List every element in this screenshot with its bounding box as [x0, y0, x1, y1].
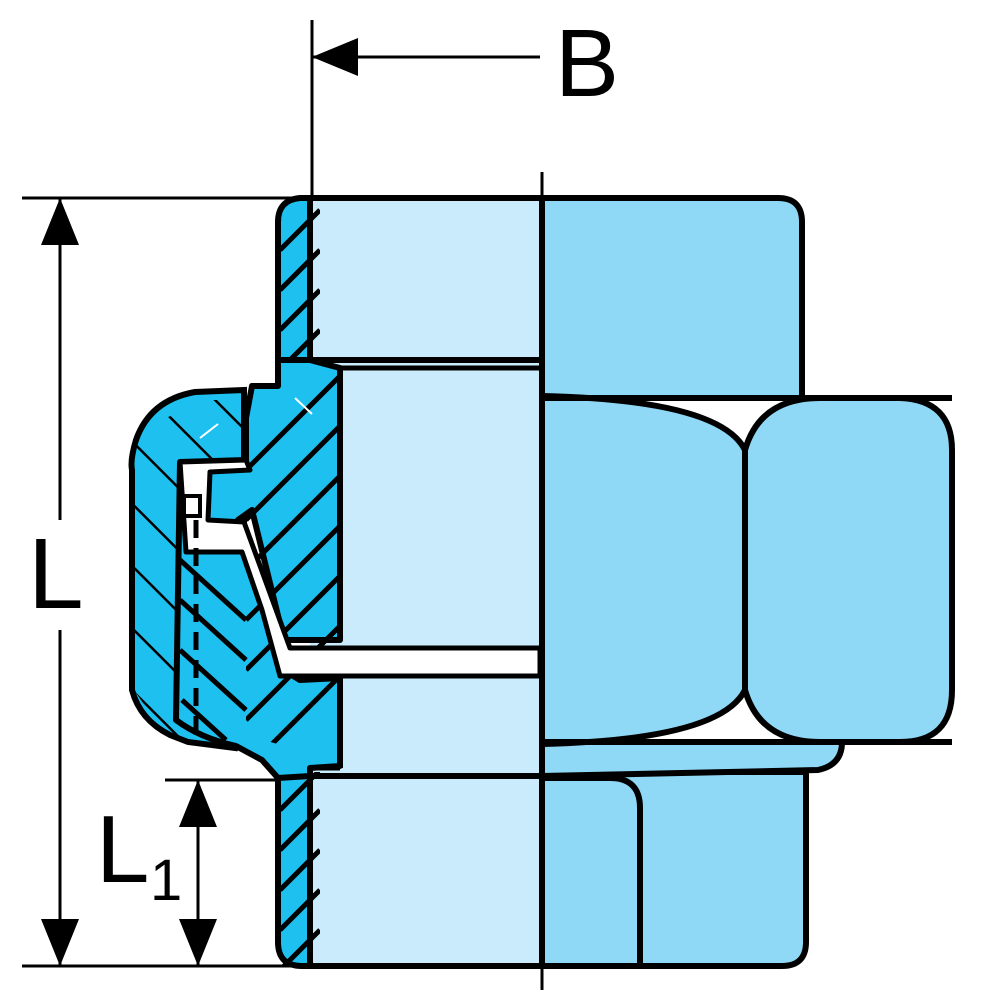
dimension-l — [22, 196, 310, 968]
lower-end-exterior — [539, 769, 809, 969]
upper-end-exterior — [539, 195, 805, 401]
nut-hex-face-front — [539, 392, 748, 748]
seal-gap — [177, 457, 543, 679]
bore-area — [310, 198, 542, 966]
dimension-l1 — [165, 778, 276, 966]
dimension-l1-subscript: 1 — [150, 848, 182, 913]
fitting-section-view — [128, 195, 543, 969]
dimension-b-label: B — [555, 10, 619, 117]
nut-hex-face-side — [742, 395, 955, 745]
dimension-b — [310, 20, 540, 196]
dimension-l-label: L — [28, 518, 84, 630]
dimension-l1-label: L — [96, 796, 149, 903]
hex-flange — [539, 739, 846, 780]
fitting-exterior-view — [539, 195, 955, 969]
